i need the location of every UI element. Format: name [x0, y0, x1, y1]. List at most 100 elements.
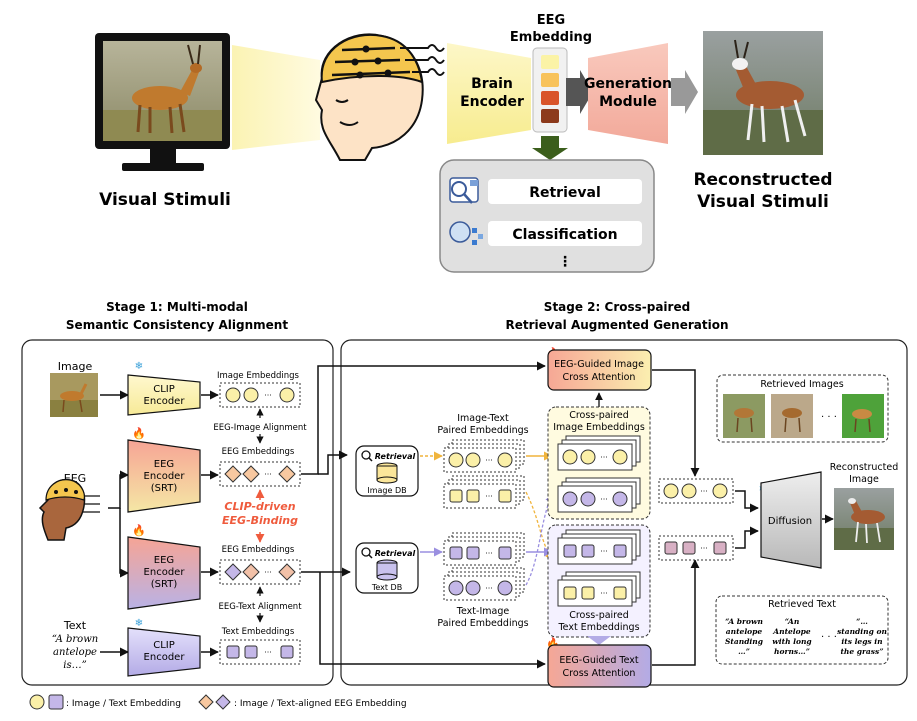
eeg-text-aligned-token — [224, 563, 242, 581]
generation-module-shape — [588, 43, 668, 144]
eeg-embeddings-label-2: EEG Embeddings — [222, 545, 295, 555]
retrieval-icon — [449, 177, 479, 204]
reconstructed-output-image — [834, 488, 894, 550]
eeg-embedding-label-2: Embedding — [510, 30, 592, 45]
eeg-image-aligned-token — [242, 465, 260, 483]
monitor-icon — [95, 33, 230, 171]
image-db-retrieval-label: Retrieval — [375, 452, 416, 461]
svg-text:···: ··· — [600, 495, 608, 504]
svg-text:···: ··· — [485, 584, 493, 593]
fused-image-token — [681, 483, 697, 499]
retrieved-images-label: Retrieved Images — [760, 379, 843, 390]
img-attn-label-2: Cross Attention — [563, 372, 636, 383]
ti-paired-label-1: Text-Image — [456, 606, 510, 617]
stage1-image-label: Image — [58, 360, 93, 373]
ti-paired-circle-stack: ··· — [443, 567, 525, 601]
retrieval-task-label: Retrieval — [529, 185, 601, 201]
text-db-retrieval-label: Retrieval — [375, 549, 416, 558]
rt1-line: Standing — [725, 637, 763, 646]
arrow-to-reconstruction — [671, 70, 698, 114]
cp-text-label-2: Text Embeddings — [557, 622, 639, 633]
txt-attn-label-2: Cross Attention — [563, 668, 636, 679]
generation-label-1: Generation — [584, 76, 672, 92]
svg-text:···: ··· — [485, 456, 493, 465]
eeg-encoder-image — [127, 439, 201, 513]
stage2-title-1: Stage 2: Cross-paired — [544, 300, 690, 314]
legend-square — [48, 694, 64, 710]
svg-text:···: ··· — [600, 547, 608, 556]
database-icon — [376, 462, 398, 484]
text-embeddings-group — [219, 639, 301, 665]
ellipsis: ··· — [264, 648, 272, 657]
image-cross-attention-block — [547, 349, 652, 391]
ti-paired-square-stack: ··· — [443, 532, 525, 566]
reconstructed-label-1: Reconstructed — [693, 170, 832, 190]
brain-encoder-label-1: Brain — [471, 76, 513, 92]
eeg-text-embeddings-group — [219, 559, 301, 585]
ellipsis: ··· — [264, 391, 272, 400]
legend-circle — [29, 694, 45, 710]
rt2-line: Antelope — [772, 627, 811, 636]
rt1-line: antelope — [726, 627, 763, 636]
retrieved-text-3: “… standing on its legs in the grass” — [837, 617, 887, 656]
stage1-title-1: Stage 1: Multi-modal — [106, 300, 248, 314]
stage2-title-2: Retrieval Augmented Generation — [505, 318, 728, 332]
rt2-line: with long — [772, 637, 811, 646]
head-icon — [314, 33, 424, 161]
fused-text-token — [713, 541, 727, 555]
trainable-fire-icon: 🔥 — [132, 427, 146, 440]
arrow-eeg-to-image-db — [318, 450, 348, 475]
it-paired-circle-stack: ··· — [443, 439, 525, 473]
clip-image-label-2: Encoder — [144, 396, 186, 407]
eeg-text-alignment-label: EEG-Text Alignment — [218, 602, 302, 612]
legend-diamond-text — [215, 694, 231, 710]
image-embedding-token — [243, 387, 259, 403]
eeg-embeddings-group — [219, 461, 301, 487]
legend-embedding-label: : Image / Text Embedding — [66, 699, 181, 709]
it-paired-square-stack: ··· — [443, 475, 525, 509]
arrow-eeg-to-image-attention — [301, 361, 546, 475]
rt1-line: “A brown — [725, 617, 763, 626]
generation-label-2: Module — [599, 94, 657, 110]
rt2-line: “An — [785, 617, 800, 626]
cp-image-label-2: Image Embeddings — [553, 422, 645, 433]
recon-image-label-1: Reconstructed — [830, 462, 899, 473]
image-embeddings-group — [219, 382, 301, 408]
downstream-tasks-panel — [439, 159, 655, 273]
cp-image-purple-stack: ··· — [557, 477, 641, 513]
clip-text-encoder — [127, 627, 201, 677]
eeg-head-icon — [38, 478, 100, 541]
image-embedding-token — [225, 387, 241, 403]
eeg-image-alignment-label: EEG-Image Alignment — [213, 423, 307, 433]
database-icon — [376, 559, 398, 581]
stage1-text-quote-2: antelope — [53, 647, 97, 658]
arrow-down-to-tasks — [532, 136, 568, 160]
eeg-embeddings-label-1: EEG Embeddings — [222, 447, 295, 457]
text-embedding-token — [280, 645, 294, 659]
fused-image-token — [663, 483, 679, 499]
binding-label-2: EEG-Binding — [222, 514, 298, 527]
svg-text:···: ··· — [485, 549, 493, 558]
stage1-text-quote-3: is…” — [63, 660, 86, 671]
classification-icon — [449, 221, 483, 245]
arrow-cp-text-to-attention — [587, 636, 611, 645]
eeg-text-aligned-token — [242, 563, 260, 581]
stage1-panel — [21, 339, 334, 686]
clip-image-label-1: CLIP — [153, 384, 175, 395]
arrow-to-diffusion-bottom — [735, 526, 759, 549]
ellipsis: ··· — [700, 544, 708, 553]
cp-text-label-1: Cross-paired — [569, 610, 629, 621]
eeg-encoder-1-label-2: Encoder — [144, 471, 186, 482]
rt3-line: standing on — [837, 627, 887, 636]
search-icon — [361, 547, 371, 557]
cp-text-yellow-stack: ··· — [557, 571, 641, 607]
retrieved-text-panel — [715, 595, 889, 665]
svg-text:···: ··· — [600, 589, 608, 598]
fused-image-token — [712, 483, 728, 499]
cp-image-label-1: Cross-paired — [569, 410, 629, 421]
retrieved-text-2: “An Antelope with long horns…” — [772, 617, 811, 656]
binding-label-1: CLIP-driven — [224, 500, 295, 513]
fused-text-token — [682, 541, 696, 555]
frozen-icon: ❄ — [135, 361, 143, 372]
clip-text-label-2: Encoder — [144, 652, 186, 663]
